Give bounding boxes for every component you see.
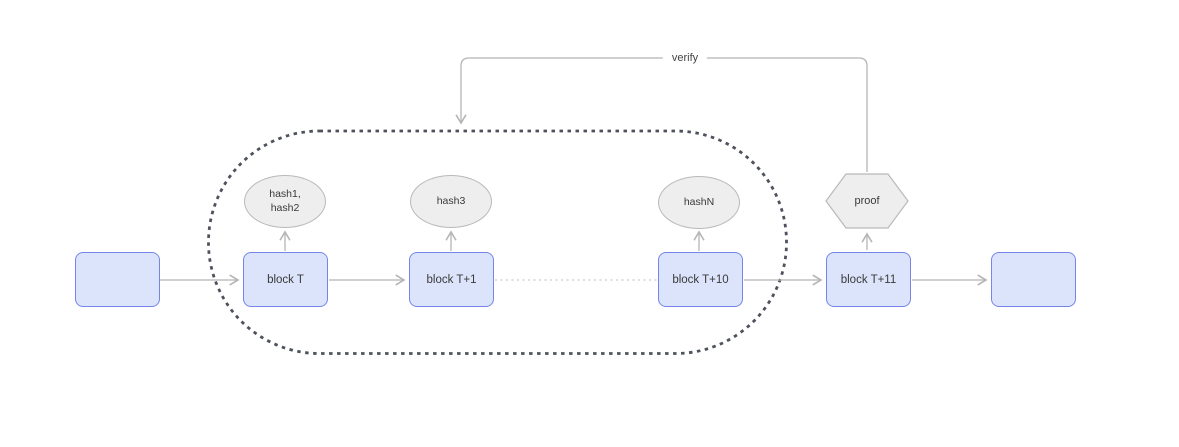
block-prev-node	[75, 252, 160, 307]
block-t-node: block T	[243, 252, 328, 307]
hash-label-line1: hash1,	[269, 188, 301, 201]
block-t1-node: block T+1	[409, 252, 494, 307]
block-next-node	[991, 252, 1076, 307]
hash-node-n: hashN	[658, 176, 740, 229]
hash-label: hashN	[683, 195, 715, 208]
block-label: block T+11	[840, 273, 897, 286]
hexagon-shape	[825, 173, 909, 229]
hash-node-3: hash3	[410, 175, 492, 228]
hash-label: hash3	[436, 194, 466, 207]
block-t11-node: block T+11	[826, 252, 911, 307]
proof-node: proof	[825, 173, 909, 229]
block-label: block T+1	[426, 273, 477, 286]
proof-label: proof	[854, 195, 880, 207]
hash-node-1-2: hash1, hash2	[244, 175, 326, 228]
hash-label-line2: hash2	[270, 201, 300, 214]
verify-connector	[455, 57, 868, 172]
sampling-window-boundary	[207, 129, 788, 355]
verify-label: verify	[662, 52, 708, 64]
block-label: block T	[267, 273, 304, 286]
block-t10-node: block T+10	[658, 252, 743, 307]
block-label: block T+10	[672, 273, 729, 286]
